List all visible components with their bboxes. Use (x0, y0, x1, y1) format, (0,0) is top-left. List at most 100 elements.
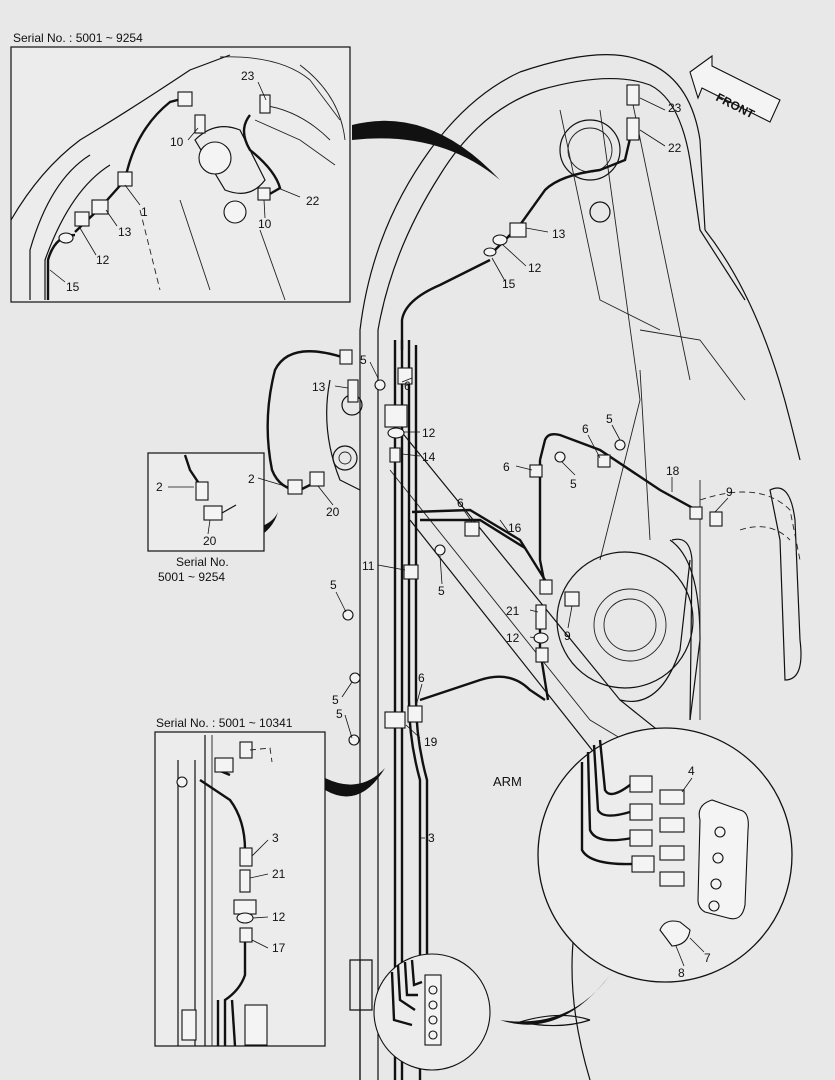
nut-12-top (492, 234, 508, 246)
bolt-5e (342, 609, 354, 621)
elbow-9a (709, 511, 723, 527)
label-21: 21 (506, 604, 520, 618)
fitting-23 (626, 84, 640, 106)
fitting-22 (626, 117, 640, 141)
label-2-inset: 2 (156, 480, 163, 494)
connector-detail-small (373, 953, 491, 1071)
label-12-inset: 12 (96, 253, 110, 267)
label-2: 2 (248, 472, 255, 486)
top-inset (10, 46, 351, 303)
label-12-top: 12 (528, 261, 542, 275)
label-5e: 5 (330, 578, 337, 592)
label-6a: 6 (404, 379, 411, 393)
part-labels-mid-inset: 2 20 (156, 480, 217, 548)
bottom-inset-caption: Serial No. : 5001 ~ 10341 (156, 716, 293, 730)
fittings (287, 84, 723, 746)
label-12b: 12 (506, 631, 520, 645)
quick-coupler-4 (659, 871, 685, 887)
label-23: 23 (668, 101, 682, 115)
hose-lines (266, 129, 701, 1080)
label-9a: 9 (726, 485, 733, 499)
label-13-top: 13 (552, 227, 566, 241)
bolt-5d (434, 544, 446, 556)
label-15-inset: 15 (66, 280, 80, 294)
front-arrow-icon (689, 54, 781, 123)
label-4: 4 (688, 764, 695, 778)
label-11: 11 (362, 559, 375, 573)
label-5c: 5 (570, 477, 577, 491)
label-5a: 5 (360, 353, 367, 367)
nut-12b (533, 632, 549, 644)
label-13: 13 (312, 380, 326, 394)
label-6b: 6 (582, 422, 589, 436)
mid-inset-caption-line1: Serial No. (176, 555, 229, 569)
clamp-6d (529, 464, 543, 478)
nut-15-top (483, 247, 497, 257)
bolt-5b (614, 439, 626, 451)
bolt-5c (554, 451, 566, 463)
clamp-19 (384, 711, 406, 729)
label-3-inset: 3 (272, 831, 279, 845)
label-14: 14 (422, 450, 436, 464)
label-10-inset-a: 10 (170, 135, 184, 149)
leader-lines (49, 81, 729, 967)
fitting-21 (535, 604, 547, 630)
label-15: 15 (502, 277, 516, 291)
label-5d: 5 (438, 584, 445, 598)
label-22: 22 (668, 141, 682, 155)
part-labels-top-inset: 23 10 1 13 12 15 22 10 (66, 69, 320, 294)
mid-inset (147, 452, 265, 552)
label-12-inset-b: 12 (272, 910, 286, 924)
callout-arrow-lower (325, 768, 385, 797)
label-9b: 9 (564, 629, 571, 643)
clamp-6a (397, 367, 413, 385)
fitting-16-end (539, 579, 553, 595)
label-19: 19 (424, 735, 438, 749)
callout-arrow-top (352, 120, 500, 180)
part-labels-main: 23 22 13 12 15 5 6 13 12 14 2 20 5 6 6 5… (248, 101, 733, 980)
nut-12a (387, 427, 405, 439)
callout-arrow-bottom (500, 975, 610, 1025)
quick-coupler-2 (659, 817, 685, 833)
label-3: 3 (428, 831, 435, 845)
label-18: 18 (666, 464, 680, 478)
label-23-inset: 23 (241, 69, 255, 83)
arm-label: ARM (493, 774, 522, 789)
bolt-5f (349, 672, 361, 684)
label-16: 16 (508, 521, 522, 535)
label-7: 7 (704, 951, 711, 965)
clamp-6e (407, 705, 423, 723)
plate-12a (384, 404, 408, 428)
mid-inset-caption-line2: 5001 ~ 9254 (158, 570, 226, 584)
fitting-20 (309, 471, 325, 487)
bolt-5g (348, 734, 360, 746)
top-inset-caption: Serial No. : 5001 ~ 9254 (13, 31, 143, 45)
label-20-inset: 20 (203, 534, 217, 548)
clamp-11 (403, 564, 419, 580)
coupler-c (629, 829, 653, 847)
union-14 (389, 447, 401, 463)
fitting-13 (347, 379, 359, 403)
label-1-inset: 1 (141, 205, 148, 219)
fitting-12b-lower (535, 647, 549, 663)
label-20: 20 (326, 505, 340, 519)
coupler-d (631, 855, 655, 873)
label-5f: 5 (332, 693, 339, 707)
cap-7-8 (659, 920, 691, 947)
coupler-a (629, 775, 653, 793)
label-6d: 6 (457, 496, 464, 510)
part-labels-bottom-inset: 3 21 12 17 (272, 831, 286, 955)
fitting-18-end (689, 506, 703, 520)
elbow-9b (564, 591, 580, 607)
label-22-inset: 22 (306, 194, 320, 208)
label-12a: 12 (422, 426, 436, 440)
connector-detail (519, 727, 793, 1027)
label-21-inset: 21 (272, 867, 286, 881)
quick-coupler-3 (659, 845, 685, 861)
label-17-inset: 17 (272, 941, 286, 955)
clamp-6b (597, 454, 611, 468)
coupler-b (629, 803, 653, 821)
label-10-inset-b: 10 (258, 217, 272, 231)
bottom-inset (154, 731, 326, 1047)
